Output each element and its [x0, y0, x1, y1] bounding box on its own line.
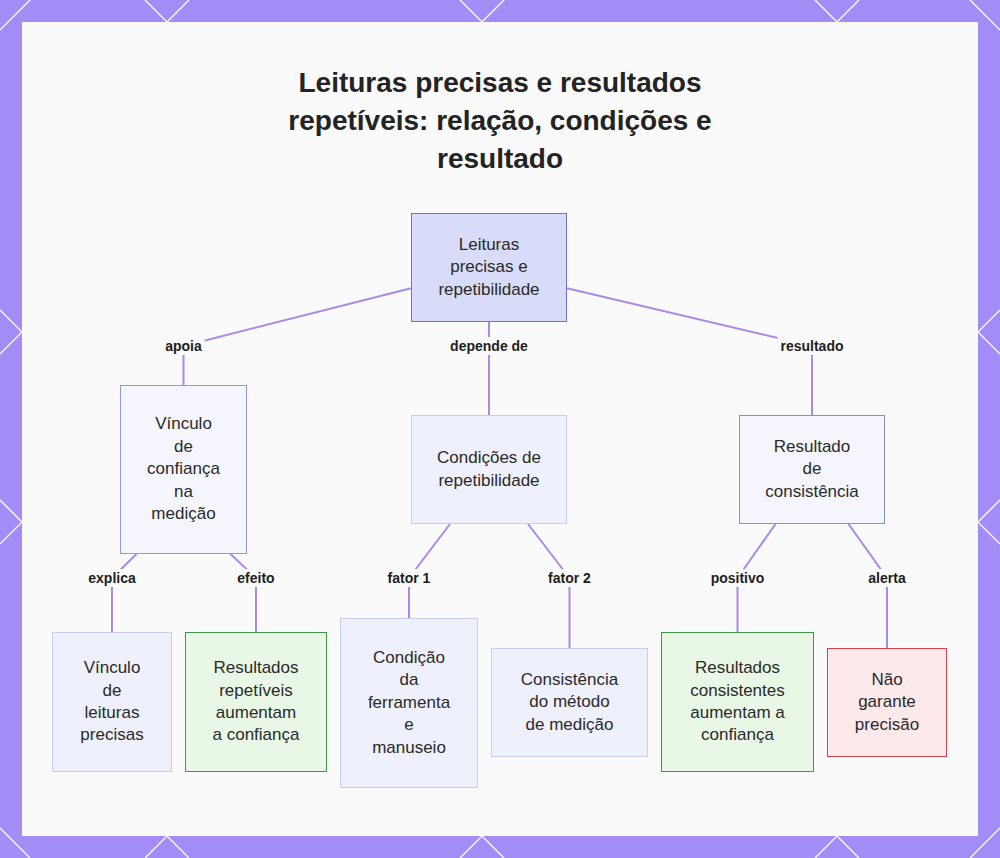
node-text: Resultado de consistência — [764, 436, 861, 503]
connector-line — [184, 288, 412, 385]
node-text: Condições de repetibilidade — [433, 447, 545, 492]
edge-label: resultado — [777, 337, 846, 355]
connector-line — [230, 554, 256, 632]
diagram-title: Leituras precisas e resultados repetívei… — [255, 64, 745, 178]
concept-box: Vínculo de leituras precisas — [52, 632, 172, 772]
node-text: Vínculo de leituras precisas — [77, 657, 147, 747]
edge-label: efeito — [234, 569, 277, 587]
connector-line — [112, 554, 137, 632]
node-text: Consistência do método de medição — [520, 669, 620, 736]
concept-box: Resultado de consistência — [739, 415, 885, 524]
node-text: Não garante precisão — [852, 669, 922, 736]
concept-box: Condição da ferramenta e manuseio — [340, 618, 478, 788]
edge-label: fator 1 — [385, 569, 434, 587]
edge-label: alerta — [865, 569, 908, 587]
node-text: Vínculo de confiança na medição — [146, 413, 222, 525]
concept-box: Leituras precisas e repetibilidade — [411, 213, 567, 322]
concept-box: Resultados consistentes aumentam a confi… — [661, 632, 814, 772]
node-text: Condição da ferramenta e manuseio — [367, 647, 452, 759]
node-text: Resultados consistentes aumentam a confi… — [688, 657, 788, 747]
edge-label: depende de — [447, 337, 531, 355]
concept-box: Não garante precisão — [827, 648, 947, 757]
node-text: Leituras precisas e repetibilidade — [431, 234, 547, 301]
edge-label: positivo — [708, 569, 768, 587]
edge-label: apoia — [162, 337, 205, 355]
connector-line — [489, 322, 490, 415]
edge-label: explica — [85, 569, 138, 587]
concept-box: Vínculo de confiança na medição — [120, 385, 247, 554]
concept-box: Consistência do método de medição — [491, 648, 648, 757]
node-text: Resultados repetíveis aumentam a confian… — [212, 657, 300, 747]
concept-box: Condições de repetibilidade — [411, 415, 567, 524]
concept-box: Resultados repetíveis aumentam a confian… — [185, 632, 327, 772]
connector-line — [567, 288, 812, 415]
edge-label: fator 2 — [545, 569, 594, 587]
